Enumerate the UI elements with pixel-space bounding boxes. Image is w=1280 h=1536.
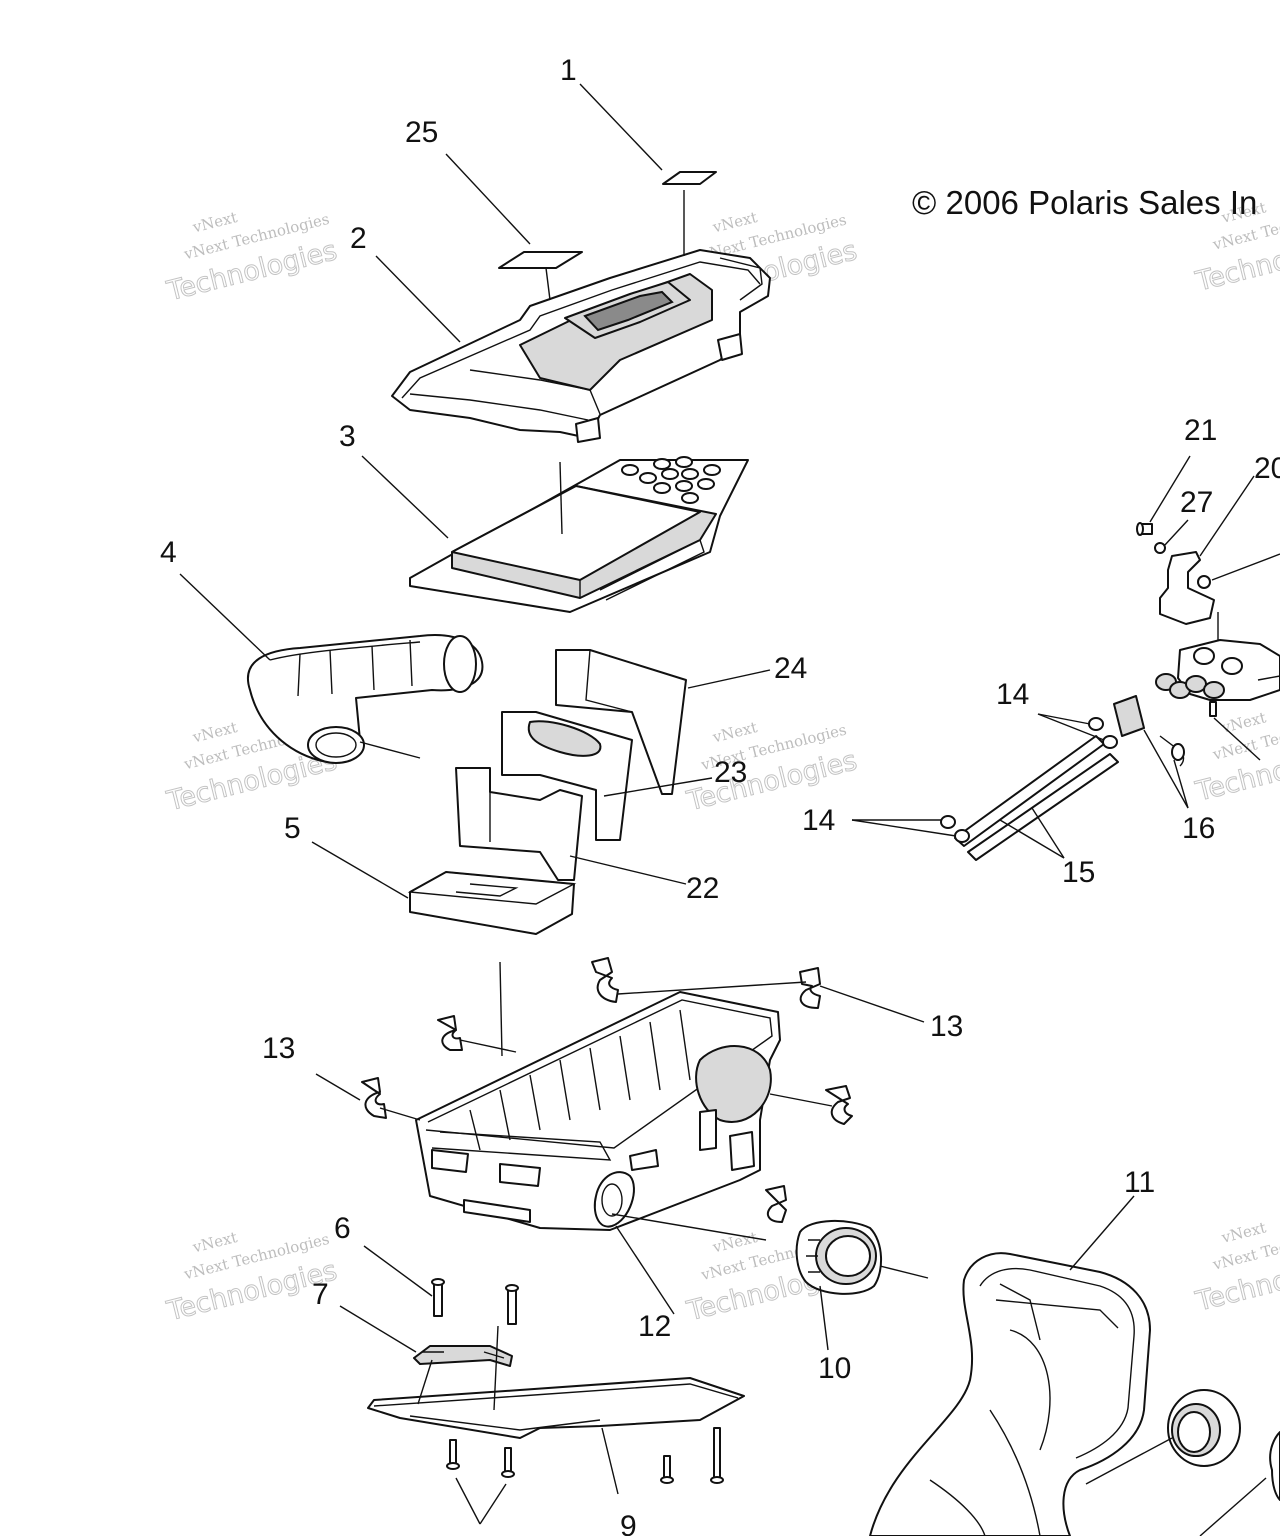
watermark-vnext: vNext — [190, 718, 239, 747]
watermark-vnext: vNext — [190, 208, 239, 237]
callout-21: 21 — [1184, 414, 1217, 447]
watermark-9: vNext vNext Technologies Technologies — [1192, 1218, 1280, 1318]
filter-holes — [621, 456, 721, 504]
part-22-foam-block — [455, 767, 583, 881]
part-23-foam-block — [501, 711, 633, 841]
part-21-bolt — [1136, 522, 1153, 536]
callout-11: 11 — [1124, 1166, 1155, 1199]
part-1-decal — [662, 171, 717, 185]
callout-14-top: 14 — [996, 678, 1029, 711]
part-16-clamp — [1159, 735, 1185, 767]
part-4-intake-duct — [247, 634, 484, 764]
callout-13-left: 13 — [262, 1032, 295, 1065]
callout-27: 27 — [1180, 486, 1213, 519]
callout-13-right: 13 — [930, 1010, 963, 1043]
throttle-valve-body — [1155, 639, 1280, 717]
callout-9: 9 — [620, 1510, 637, 1536]
part-9-plate — [367, 1377, 745, 1439]
part-20-bracket — [1159, 551, 1215, 625]
watermark-1: vNext vNext Technologies Technologies — [163, 208, 341, 308]
part-13-clip — [825, 1085, 853, 1125]
part-16-gasket — [1113, 695, 1145, 737]
callout-6: 6 — [334, 1212, 351, 1245]
copyright-notice: © 2006 Polaris Sales In — [912, 184, 1257, 221]
part-5-foam-pad — [407, 871, 577, 935]
callout-25: 25 — [405, 116, 438, 149]
callout-16: 16 — [1182, 812, 1215, 845]
callout-20: 20 — [1254, 452, 1280, 485]
callout-3: 3 — [339, 420, 356, 453]
watermark-vnext: vNext — [1219, 1218, 1268, 1247]
callout-12: 12 — [638, 1310, 671, 1343]
part-11-sleeve — [1167, 1389, 1280, 1501]
callout-2: 2 — [350, 222, 367, 255]
callout-10: 10 — [818, 1352, 851, 1385]
callout-14-bottom: 14 — [802, 804, 835, 837]
part-24-foam-block — [555, 649, 687, 795]
callout-23: 23 — [714, 756, 747, 789]
part-12-airbox-base — [415, 991, 781, 1231]
part-3-air-filter — [409, 456, 749, 613]
part-6-bolt — [431, 1278, 445, 1317]
callout-22: 22 — [686, 872, 719, 905]
callout-15: 15 — [1062, 856, 1095, 889]
callout-4: 4 — [160, 536, 177, 569]
part-10-coupler — [795, 1219, 883, 1295]
leader-lines — [179, 83, 1280, 1536]
part-13-clip — [437, 1015, 463, 1051]
part-2-airbox-cover — [391, 249, 771, 443]
part-25-decal — [498, 251, 583, 269]
part-13-clip — [765, 1185, 787, 1223]
part-27-washer — [1154, 542, 1166, 554]
watermark-5: vNext vNext Technologies Technologies — [683, 718, 861, 818]
part-6-bolt — [505, 1284, 519, 1325]
callout-7: 7 — [312, 1278, 329, 1311]
callout-5: 5 — [284, 812, 301, 845]
callout-1: 1 — [560, 54, 577, 87]
watermark-vnext: vNext — [1219, 708, 1268, 737]
part-13-clip — [361, 1077, 387, 1119]
callout-24: 24 — [774, 652, 807, 685]
watermark-vnext: vNext — [190, 1228, 239, 1257]
watermark-vnext: vNext — [710, 208, 759, 237]
part-11-intake-boot — [869, 1252, 1151, 1536]
part-9-screws — [446, 1427, 724, 1484]
part-13-clip — [591, 957, 619, 1003]
watermark-6: vNext vNext Technologies Technologies — [1192, 708, 1280, 808]
watermark-vnext: vNext — [710, 718, 759, 747]
part-14-washers — [940, 717, 1118, 843]
part-13-clip — [799, 967, 821, 1009]
